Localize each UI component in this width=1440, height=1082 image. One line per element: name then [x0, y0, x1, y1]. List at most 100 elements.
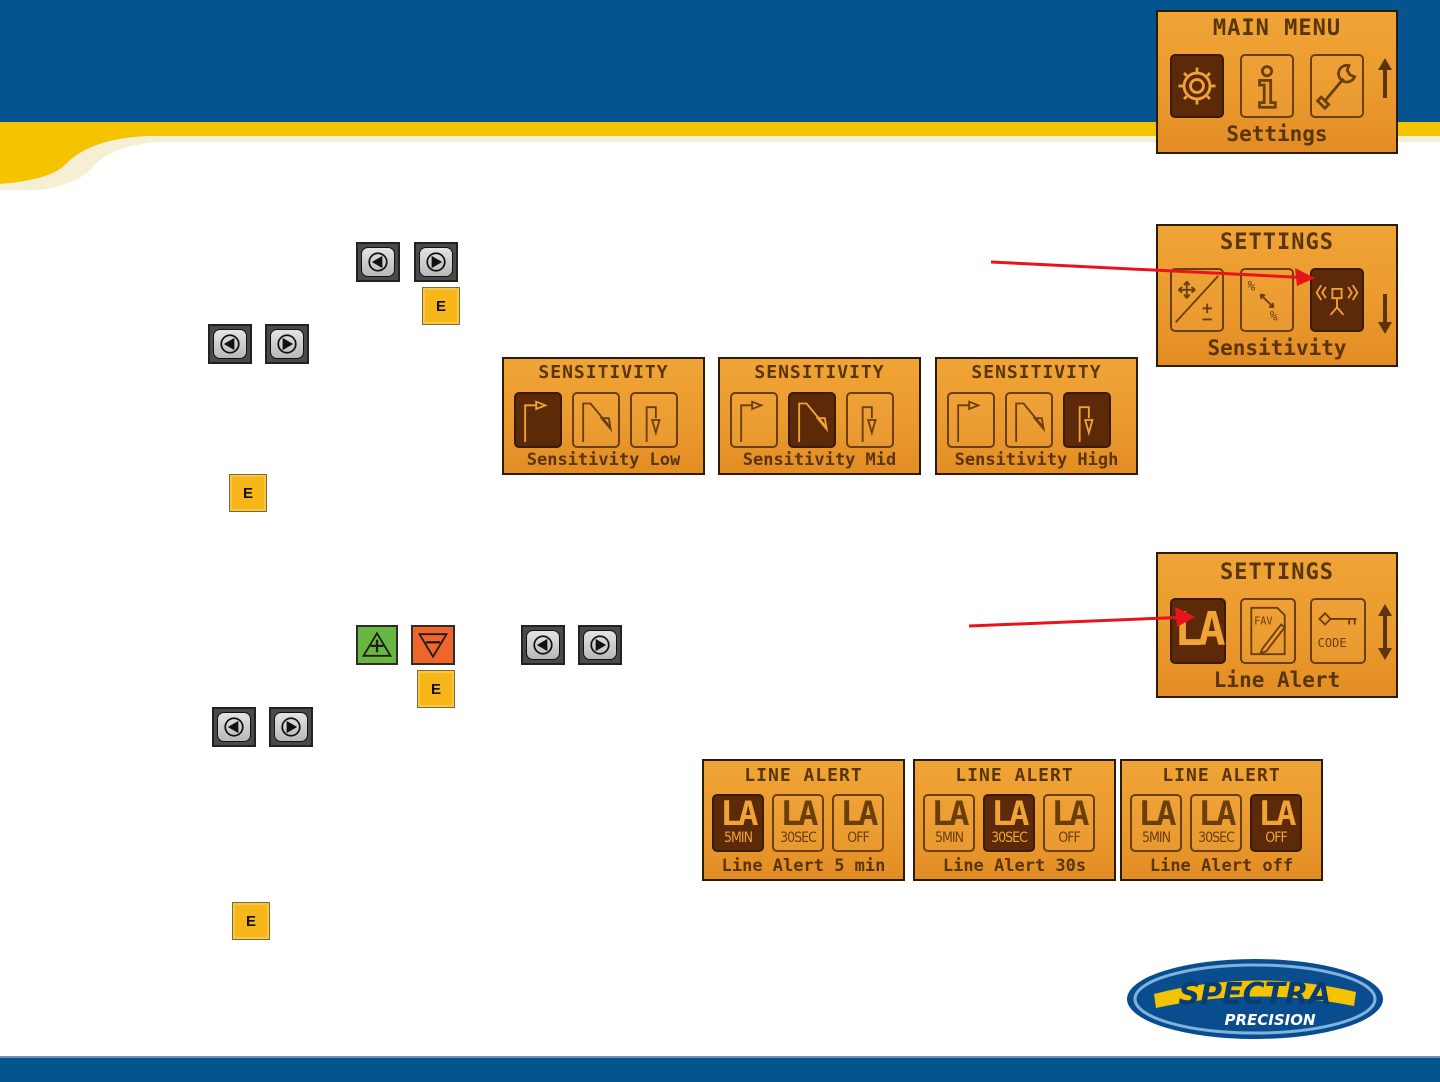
lcd-title: SENSITIVITY [971, 362, 1102, 383]
tile-sensitivity-high [846, 392, 894, 448]
tile-sensitivity-low [730, 392, 778, 448]
sensitivity-mid-icon [1015, 402, 1046, 442]
lcd-title: SETTINGS [1220, 230, 1334, 255]
calibration-icon [1175, 275, 1219, 323]
tile-info [1240, 54, 1294, 118]
lcd-title: MAIN MENU [1212, 16, 1342, 41]
tile-sensitivity-low [514, 392, 562, 448]
info-icon [1258, 65, 1277, 109]
sensitivity-mid-icon [798, 402, 829, 442]
wrench-icon [1315, 63, 1357, 111]
tile-grade: % % [1240, 268, 1294, 332]
lcd-title: SENSITIVITY [754, 362, 885, 383]
arrow-right-icon [590, 635, 610, 655]
line-alert-option-label: 30SEC [780, 830, 817, 846]
logo-brand: SPECTRA [1179, 977, 1332, 1012]
sensitivity-low-icon [957, 400, 981, 442]
sensitivity-high-icon [645, 406, 661, 442]
sensitivity-mid-icon [582, 402, 613, 442]
arrow-right-icon [281, 717, 301, 737]
lcd-caption: Line Alert off [1149, 856, 1294, 876]
lcd-title: LINE ALERT [744, 765, 863, 786]
arrow-left-icon [533, 635, 553, 655]
tile-tools [1310, 54, 1364, 118]
tile-settings [1170, 54, 1224, 118]
left-arrow-key [356, 242, 400, 282]
lcd-caption: Sensitivity Low [526, 450, 681, 470]
sensitivity-low-icon [524, 400, 548, 442]
left-arrow-key [212, 707, 256, 747]
code-label: CODE [1318, 636, 1347, 650]
enter-key: E [229, 474, 267, 512]
footer-bar [0, 1056, 1440, 1082]
arrow-left-icon [368, 252, 388, 272]
line-alert-option-label: OFF [847, 830, 869, 846]
enter-key: E [422, 287, 460, 325]
tile-code: CODE [1310, 598, 1366, 664]
tile-favorites: FAV [1240, 598, 1296, 664]
lcd-title: SENSITIVITY [538, 362, 669, 383]
grade-up-key [356, 625, 398, 665]
sensitivity-high-icon [1078, 406, 1094, 442]
line-alert-option-label: OFF [1058, 830, 1080, 846]
logo-sub: PRECISION [1224, 1011, 1316, 1029]
minus-triangle-icon [417, 633, 449, 659]
spectra-precision-logo: SPECTRA PRECISION ® [1124, 956, 1386, 1042]
fav-label: FAV [1254, 617, 1272, 628]
line-alert-option-label: OFF [1265, 830, 1287, 846]
arrow-left-icon [224, 717, 244, 737]
tile-sensitivity-low [947, 392, 995, 448]
logo-emblem: SPECTRA PRECISION ® [1127, 959, 1383, 1039]
code-key-icon: CODE [1318, 612, 1357, 650]
line-alert-icon: LA [1051, 794, 1090, 834]
lcd-caption: Line Alert 30s [942, 856, 1087, 876]
tile-sensitivity-high [1063, 392, 1111, 448]
scroll-down-icon [1378, 294, 1392, 334]
scroll-up-icon [1378, 58, 1392, 98]
right-arrow-key [269, 707, 313, 747]
line-alert-option-label: 5MIN [723, 830, 753, 846]
line-alert-option-label: 30SEC [991, 830, 1028, 846]
line-alert-icon: LA [1198, 794, 1237, 834]
tile-sensitivity-mid [788, 392, 836, 448]
enter-key: E [232, 902, 270, 940]
line-alert-option-label: 30SEC [1198, 830, 1235, 846]
lcd-title: LINE ALERT [1162, 765, 1281, 786]
lcd-title: LINE ALERT [955, 765, 1074, 786]
lcd-sensitivity-low: SENSITIVITY Sensitivity Low [502, 357, 705, 475]
gear-icon [1178, 67, 1216, 105]
right-arrow-key [265, 324, 309, 364]
lcd-settings-sensitivity: SETTINGS % % Sensi [1156, 224, 1398, 367]
arrow-left-icon [220, 334, 240, 354]
scroll-updown-icon [1378, 604, 1392, 660]
tile-sensitivity-mid [572, 392, 620, 448]
svg-text:%: % [1248, 280, 1256, 295]
pointer-arrow-sensitivity [990, 260, 1315, 286]
arrow-right-icon [277, 334, 297, 354]
lcd-sensitivity-mid: SENSITIVITY Sensitivity Mid [718, 357, 921, 475]
sensitivity-icon [1315, 284, 1359, 316]
lcd-caption: Sensitivity Mid [742, 450, 897, 470]
left-arrow-key [521, 625, 565, 665]
arrow-right-icon [426, 252, 446, 272]
tile-calibration [1170, 268, 1224, 332]
lcd-caption: Line Alert [1213, 668, 1341, 692]
line-alert-icon: LA [780, 794, 819, 834]
tile-sensitivity-mid [1005, 392, 1053, 448]
tile-sensitivity-high [630, 392, 678, 448]
grade-down-key [411, 625, 455, 665]
enter-key: E [417, 670, 455, 708]
line-alert-icon: LA [991, 794, 1030, 834]
lcd-main-menu: MAIN MENU [1156, 10, 1398, 154]
lcd-caption: Line Alert 5 min [721, 856, 886, 876]
lcd-caption: Sensitivity [1207, 336, 1347, 360]
